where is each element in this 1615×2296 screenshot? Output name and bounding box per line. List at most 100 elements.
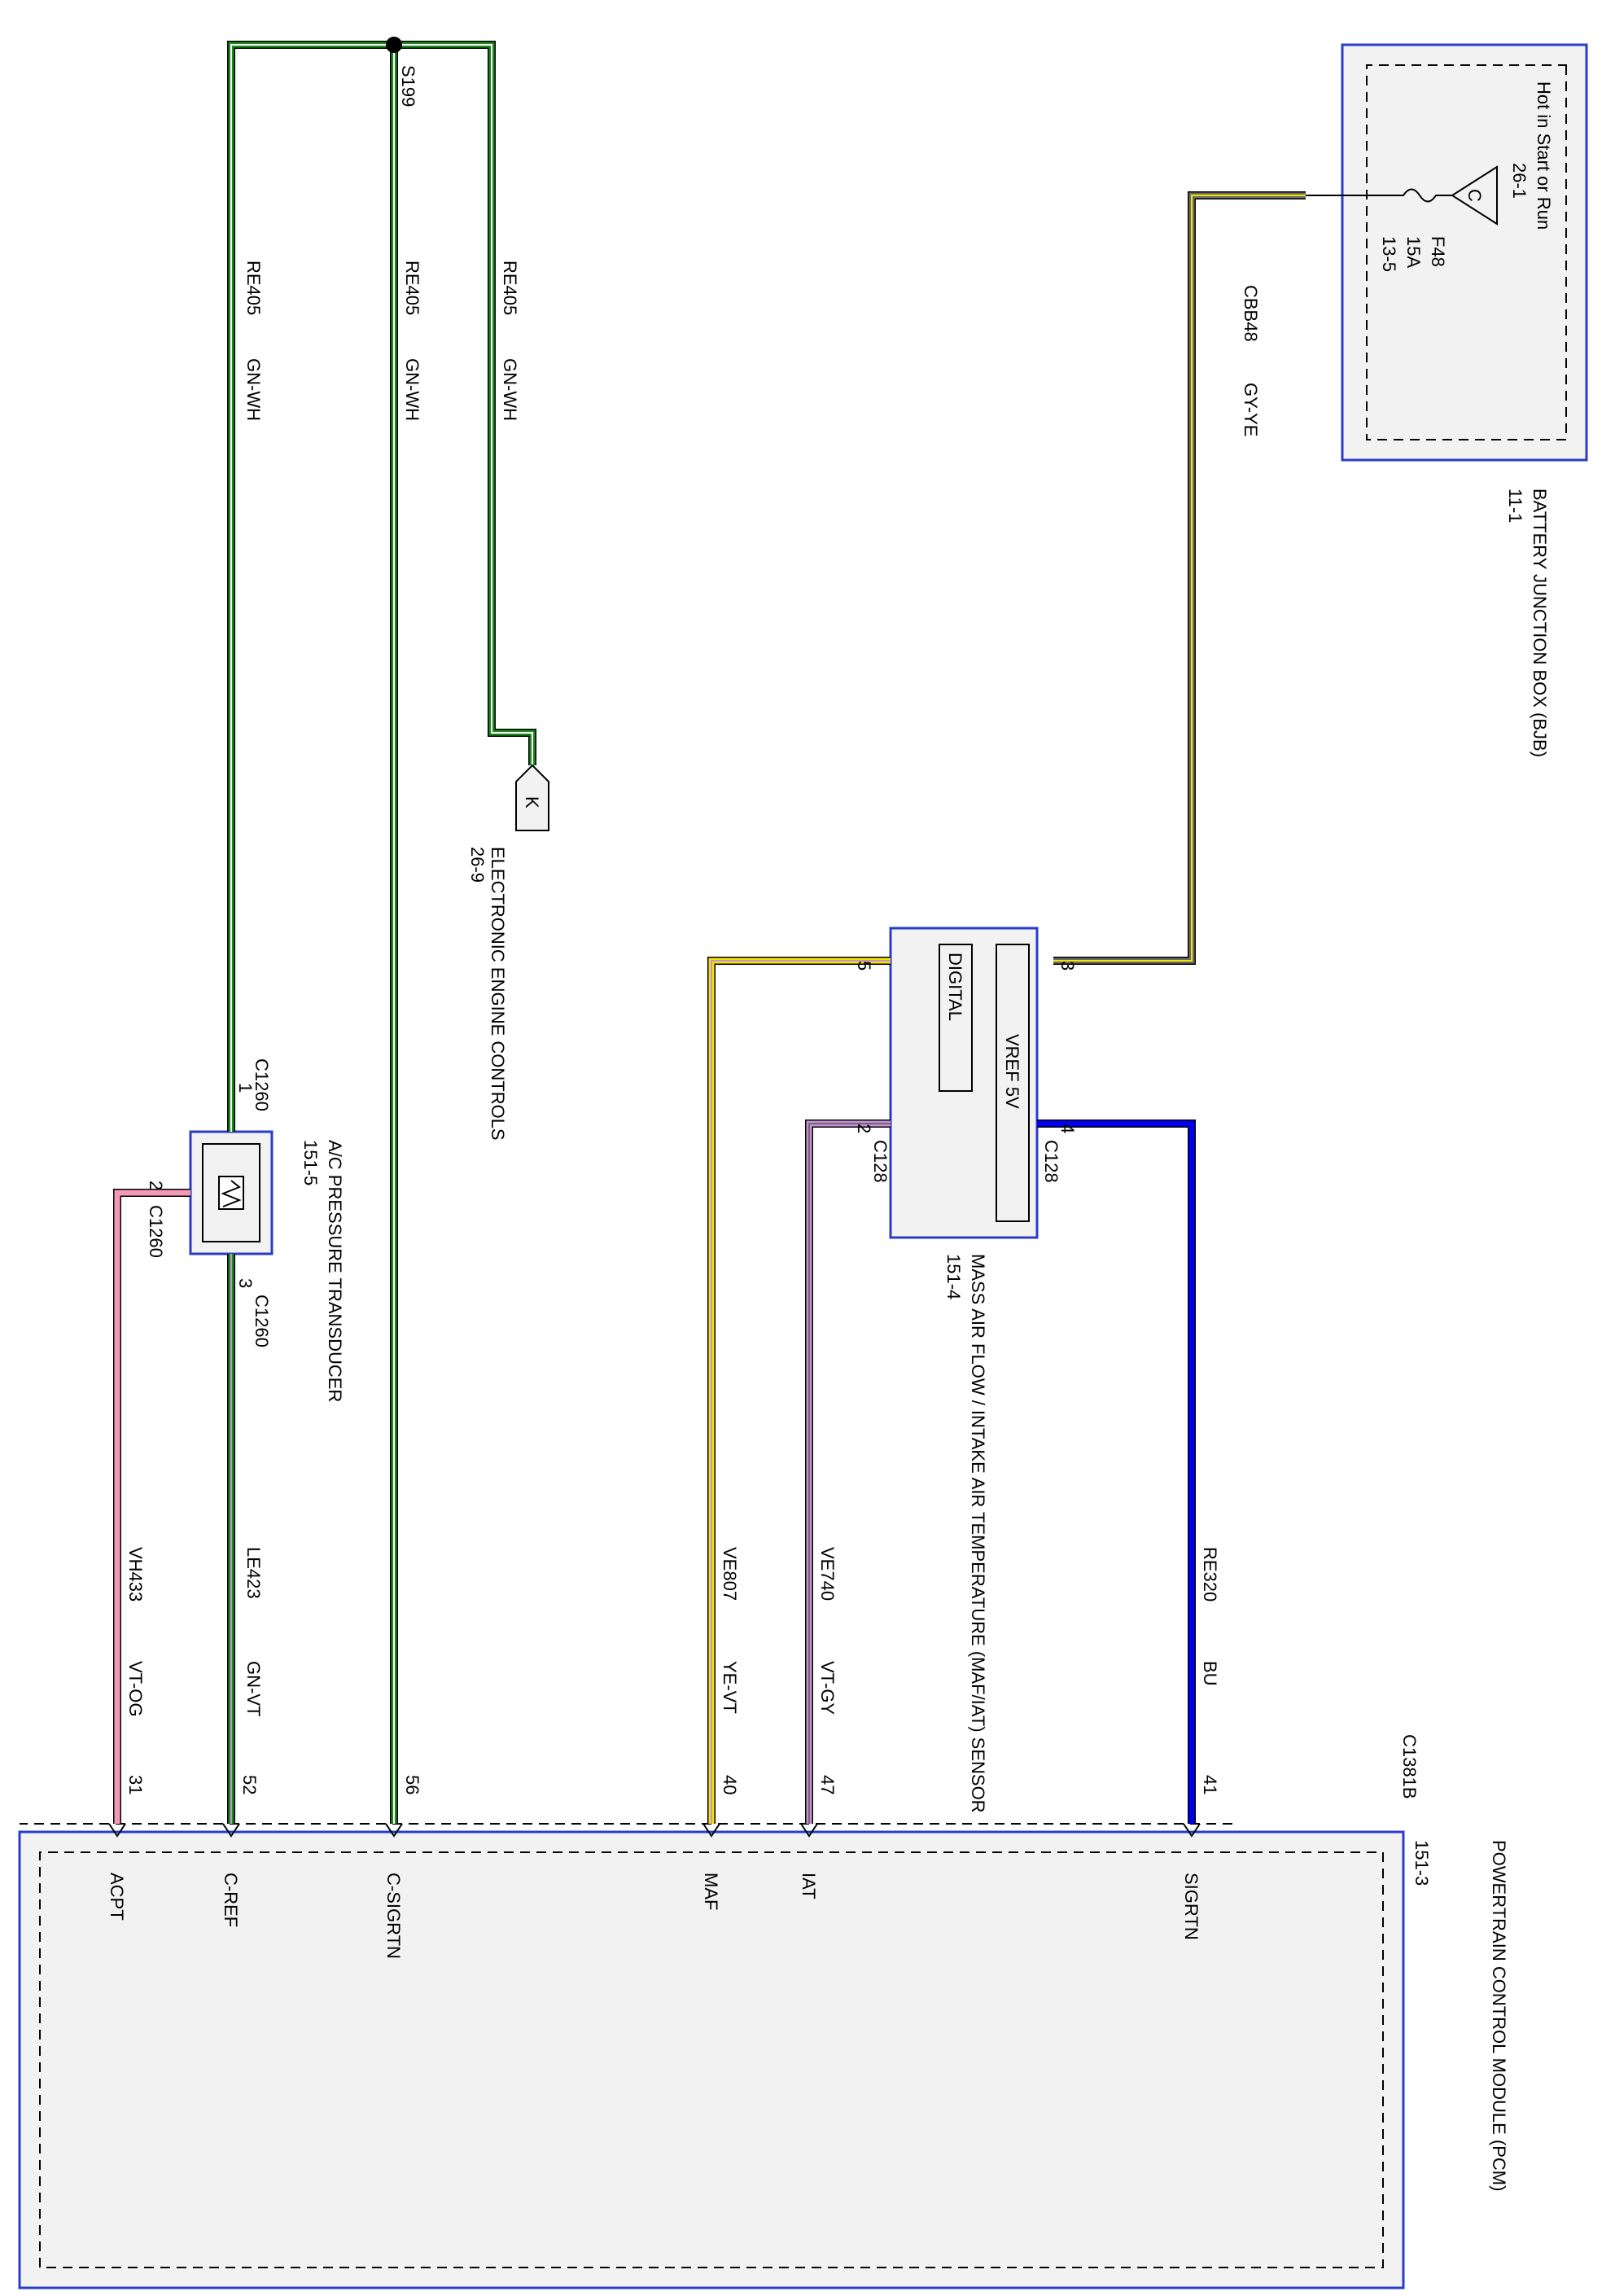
wire-re320	[1037, 1120, 1195, 1824]
pcm-pin-name-c-sigrtn: C-SIGRTN	[383, 1873, 404, 1959]
pcm-pin-terminal-56	[385, 1823, 403, 1838]
wire-re405-stripe	[394, 44, 533, 765]
wire-vh433-circuit: VH433	[125, 1547, 146, 1602]
wire-ve740-circuit: VE740	[817, 1547, 838, 1601]
splice-s199: S199	[386, 37, 418, 107]
k-connector-shape	[515, 764, 549, 831]
pcm-connector-label: C1381B	[1399, 1734, 1420, 1799]
wire-ve740-outline	[805, 1120, 891, 1824]
maf-pin-labels: 3 4 C128 5 2 C128	[854, 961, 1078, 1183]
pcm-pin-terminal-40	[702, 1823, 720, 1838]
bjb-hot-page: 26-1	[1509, 163, 1530, 199]
pcm-pin-name-sigrtn: SIGRTN	[1181, 1873, 1201, 1940]
pcm-pin-name-maf: MAF	[701, 1873, 721, 1910]
pcm-page: 151-3	[1411, 1840, 1432, 1886]
fuse-page: 13-5	[1379, 236, 1399, 272]
ac-transducer-component: A/C PRESSURE TRANSDUCER 151-5	[189, 1130, 345, 1402]
wire-re320-circuit: RE320	[1200, 1547, 1220, 1602]
ac-pin-3-conn: C1260	[252, 1295, 272, 1347]
wire-cbb48-color: GY-YE	[1241, 383, 1261, 436]
wire-labels: CBB48 GY-YE RE320 BU VE740 VT-GY VE807 Y…	[125, 261, 1261, 1716]
k-connector-page: 26-9	[467, 847, 488, 883]
bjb-page: 11-1	[1505, 489, 1525, 523]
fuse-name: F48	[1428, 236, 1448, 267]
pcm-pin-name-acpt: ACPT	[107, 1873, 127, 1921]
pcm-title-line: POWERTRAIN CONTROL MODULE (PCM)	[1489, 1840, 1509, 2191]
fuse-rating: 15A	[1403, 236, 1424, 268]
wire-re405-k-circuit: RE405	[500, 261, 520, 315]
ac-resistor-zigzag	[221, 1180, 242, 1207]
ac-pin-2-conn: C1260	[146, 1205, 166, 1258]
wire-vh433	[114, 1190, 190, 1824]
bjb-outer-box	[1341, 43, 1588, 462]
wire-ve740	[806, 1120, 891, 1824]
wire-vh433-color: VT-OG	[125, 1661, 146, 1716]
pcm-pin-name-iat: IAT	[799, 1873, 819, 1899]
ac-pin-3: 3	[235, 1278, 256, 1288]
pcm-pin-40: 40	[720, 1775, 740, 1794]
maf-title: MASS AIR FLOW / INTAKE AIR TEMPERATURE (…	[968, 1254, 988, 1813]
maf-vref-label: VREF 5V	[1002, 1034, 1022, 1109]
wire-re405-outline	[227, 41, 394, 1132]
bjb-hot-in-text: Hot in Start or Run	[1534, 81, 1554, 230]
maf-pin-2: 2	[854, 1124, 874, 1133]
wire-re405-pcm-circuit: RE405	[402, 261, 422, 315]
ac-pin-1: 1	[235, 1083, 256, 1093]
maf-pin-4-conn: C128	[1041, 1140, 1061, 1183]
pcm-component: POWERTRAIN CONTROL MODULE (PCM) 151-3 C1…	[18, 1734, 1509, 2289]
wire-re405	[228, 42, 394, 1132]
pcm-outer-box	[18, 1830, 1405, 2289]
wire-re405-pcm-color: GN-WH	[402, 358, 422, 421]
bjb-title: BATTERY JUNCTION BOX (BJB)	[1530, 489, 1550, 757]
wire-cbb48	[1053, 192, 1306, 964]
pcm-pin-41: 41	[1200, 1775, 1220, 1794]
wire-layer	[113, 41, 1306, 1824]
wire-cbb48-circuit: CBB48	[1241, 285, 1261, 342]
k-connector-name: ELECTRONIC ENGINE CONTROLS	[488, 847, 508, 1141]
wire-re320-outline	[1037, 1120, 1196, 1824]
splice-dot	[386, 37, 402, 53]
maf-pin-4: 4	[1057, 1124, 1078, 1133]
ac-pin-2: 2	[146, 1181, 166, 1190]
ac-pin-labels: 1 C1260 2 C1260 3 C1260	[146, 1058, 272, 1347]
maf-pin-3: 3	[1057, 961, 1078, 971]
wire-ve807-color: YE-VT	[720, 1661, 740, 1714]
wire-ve740-stripe	[808, 1123, 891, 1824]
wire-cbb48-outline	[1053, 191, 1306, 965]
fuse-f48-symbol	[1306, 188, 1452, 203]
pcm-pin-31: 31	[125, 1775, 146, 1794]
wire-re405-ac-color: GN-WH	[243, 358, 264, 421]
wire-cbb48-stripe	[1053, 195, 1306, 962]
wire-re405-k-color: GN-WH	[500, 358, 520, 421]
maf-pin-2-conn: C128	[870, 1140, 891, 1183]
diagram-rotated-group: POWERTRAIN CONTROL MODULE (PCM) 151-3 C1…	[18, 37, 1588, 2289]
maf-page: 151-4	[943, 1254, 964, 1299]
maf-iat-component: VREF 5V DIGITAL MASS AIR FLOW / INTAKE A…	[889, 927, 1039, 1813]
wire-re320-color: BU	[1200, 1661, 1220, 1686]
maf-digital-label: DIGITAL	[945, 953, 965, 1021]
maf-vref-box	[996, 944, 1030, 1222]
k-letter: K	[522, 796, 542, 808]
splice-label: S199	[398, 65, 418, 107]
hot-bus-symbol	[1451, 165, 1498, 226]
k-connector: K ELECTRONIC ENGINE CONTROLS 26-9	[467, 764, 549, 1141]
bjb-inner-dashed-box	[1366, 64, 1567, 440]
wire-re405-stripe	[230, 44, 394, 1132]
pcm-pin-terminal-41	[1183, 1823, 1201, 1838]
pcm-pin-52: 52	[239, 1775, 260, 1794]
pcm-pin-name-c-ref: C-REF	[221, 1873, 241, 1927]
wire-ve807-stripe	[711, 960, 891, 1824]
wire-vh433-outline	[113, 1189, 190, 1824]
maf-digital-box	[939, 944, 973, 1092]
bjb-component: Hot in Start or Run 26-1 C F48 15A 13-5 …	[1306, 43, 1588, 757]
pcm-pin-terminal-47	[800, 1823, 818, 1838]
pcm-pin-56: 56	[402, 1775, 422, 1794]
pcm-title: POWERTRAIN CONTROL MODULE (PCM)	[1489, 1840, 1509, 2191]
wire-le423-color: GN-VT	[243, 1661, 264, 1716]
pcm-pin-47: 47	[817, 1775, 838, 1794]
wire-ve740-color: VT-GY	[817, 1661, 838, 1715]
hot-bus-letter: C	[1464, 189, 1485, 202]
wire-le423-circuit: LE423	[243, 1547, 264, 1599]
